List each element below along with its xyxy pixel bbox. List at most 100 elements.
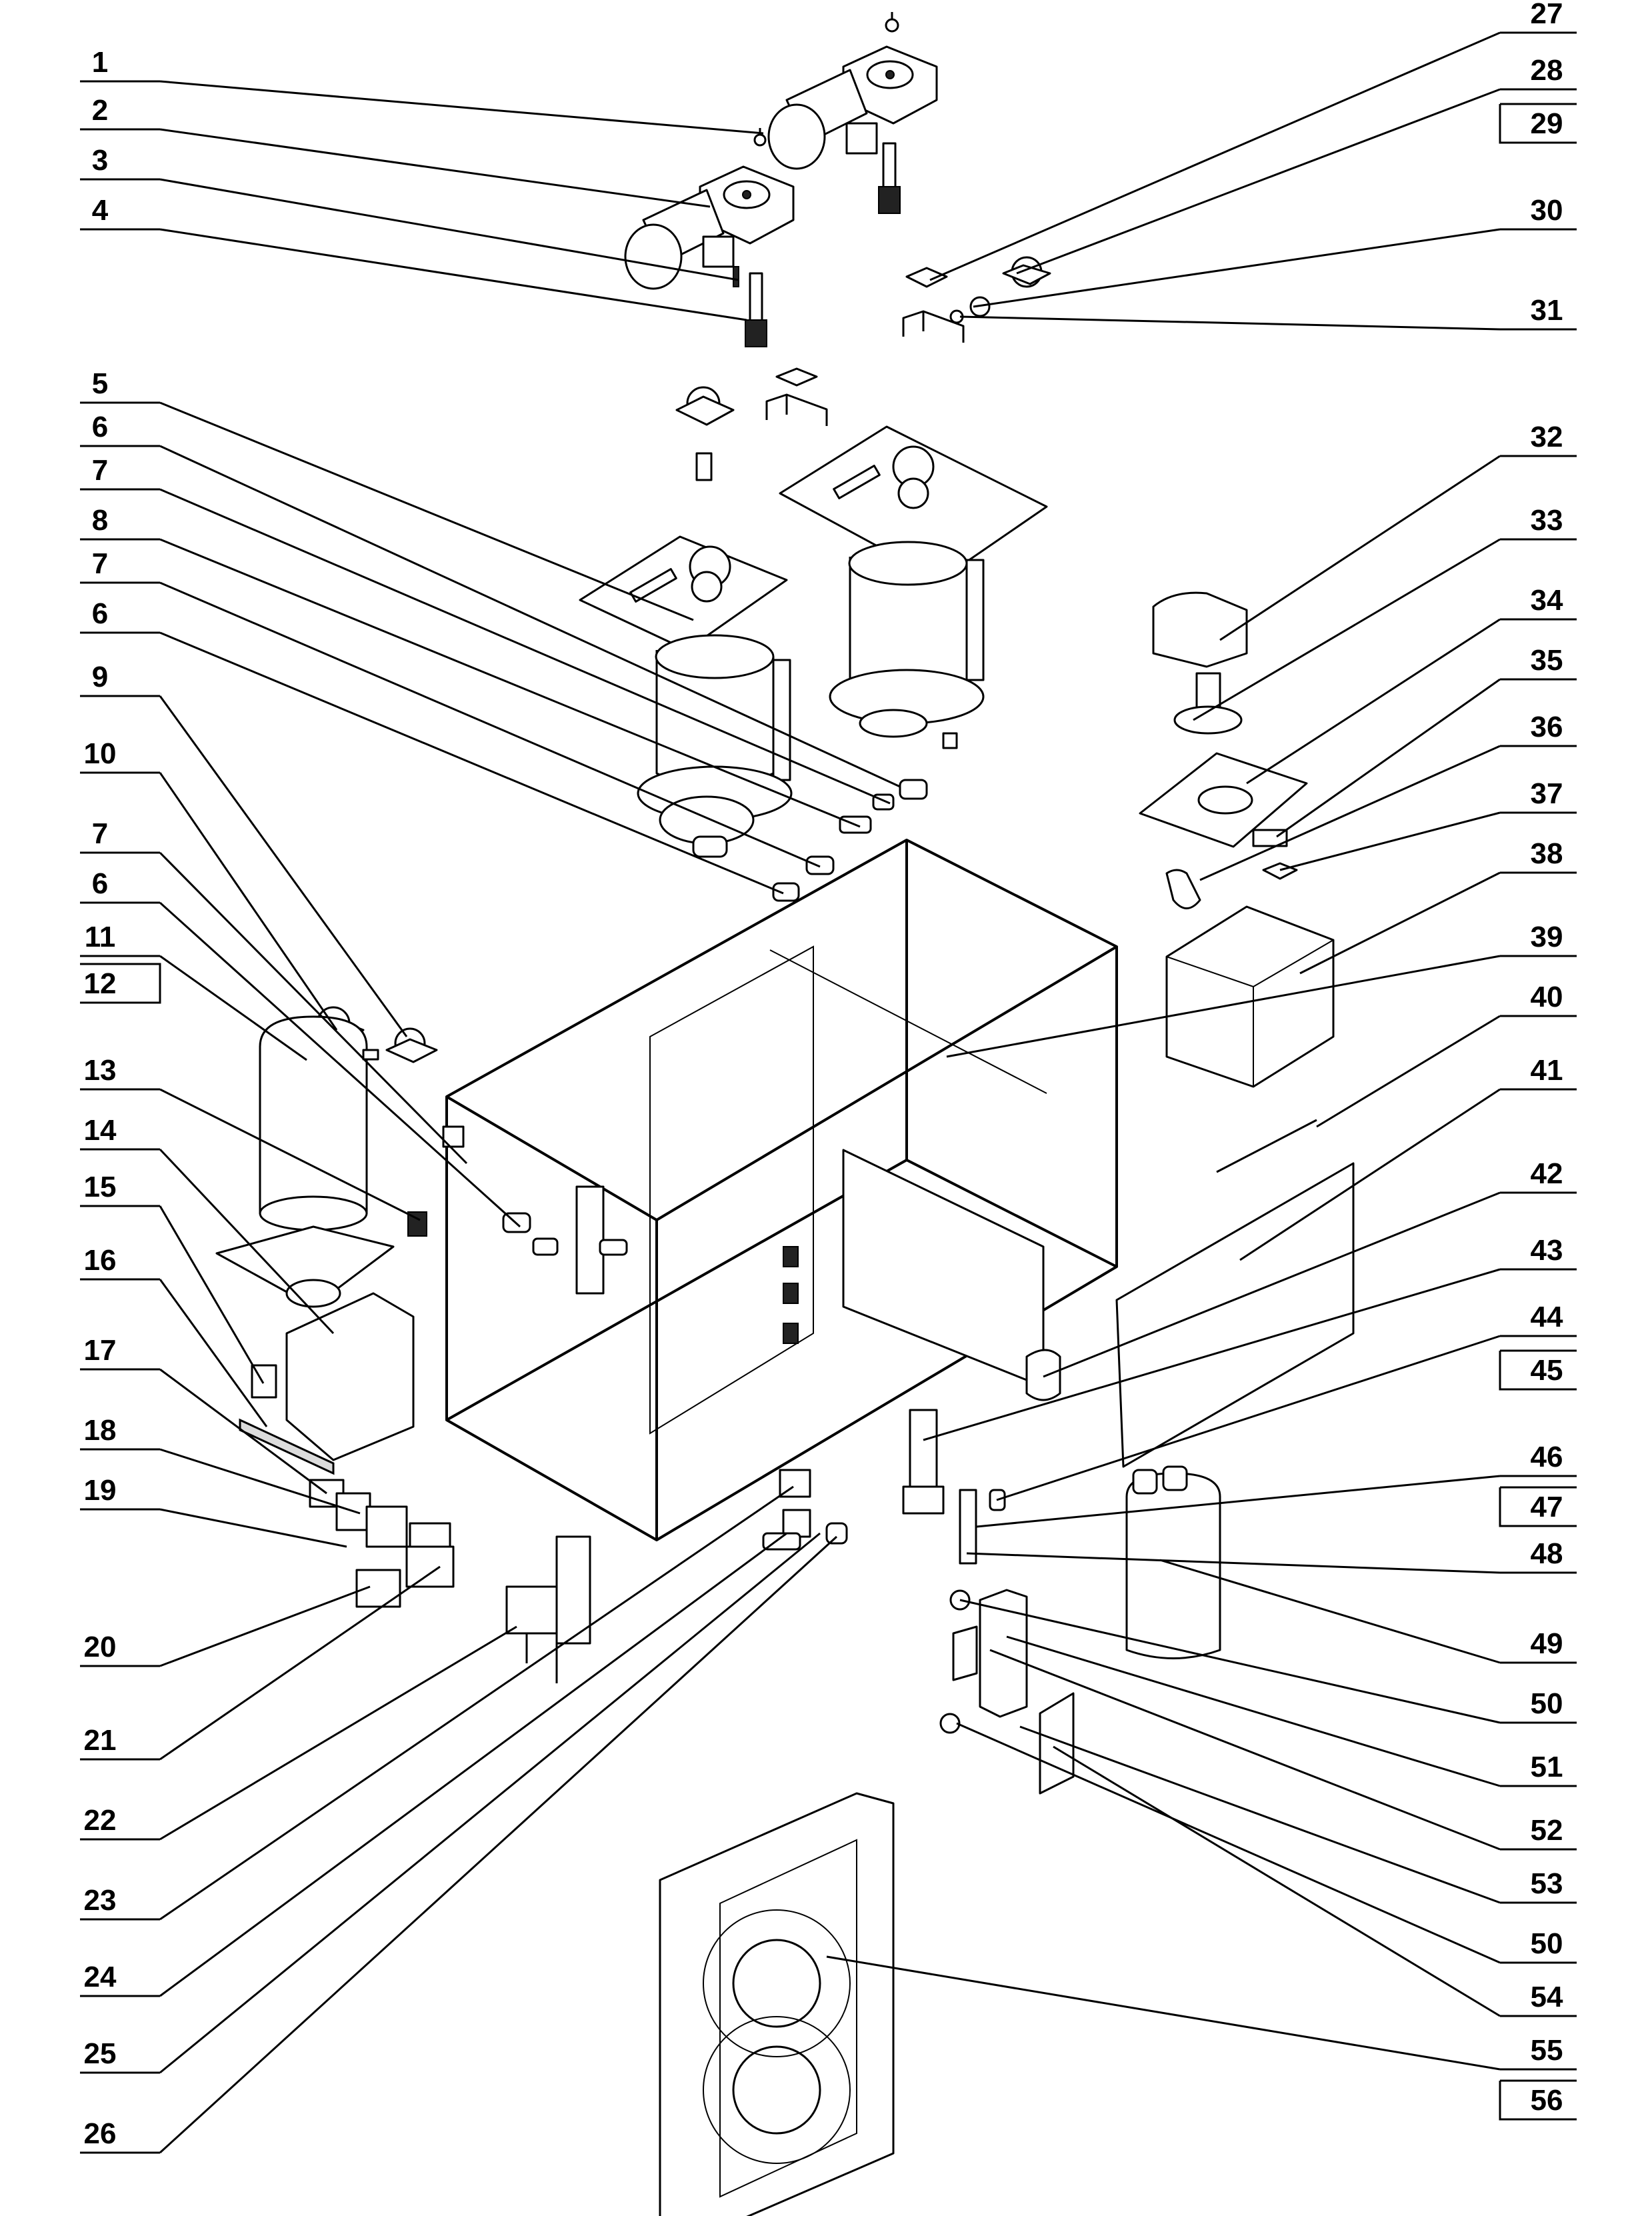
- leader-line: [1016, 88, 1501, 275]
- callout-label: 17: [84, 1334, 117, 1367]
- callout-label: 15: [84, 1171, 117, 1203]
- leader-line: [1006, 1635, 1501, 1787]
- callout-label: 30: [1531, 194, 1563, 227]
- leader-line: [1246, 618, 1501, 785]
- leader-line: [159, 228, 747, 321]
- leader-line: [923, 1268, 1501, 1441]
- callout-box: [1499, 2079, 1577, 2121]
- callout-label: 50: [1531, 1927, 1563, 1960]
- callout-label: 20: [84, 1631, 117, 1663]
- leader-line: [159, 1368, 327, 1495]
- electrical-box: [1165, 905, 1335, 1088]
- callout-label: 23: [84, 1884, 117, 1917]
- callout-label: 34: [1531, 584, 1563, 617]
- callout-label: 37: [1531, 777, 1563, 810]
- callout-label: 33: [1531, 504, 1563, 537]
- callout-label: 29: [1531, 107, 1563, 140]
- leader-line: [946, 955, 1501, 1058]
- terminal-block: [407, 1211, 427, 1237]
- callouts: 1234567876910761112131415161718192021222…: [80, 0, 1577, 2154]
- callout-label: 25: [84, 2037, 117, 2070]
- leader-line: [159, 178, 739, 281]
- leader-line: [159, 1485, 794, 1921]
- leader-line: [159, 1279, 268, 1427]
- callout-label: 7: [92, 454, 108, 487]
- callout-label: 8: [92, 504, 108, 537]
- rod: [1216, 1119, 1317, 1173]
- callout-label: 55: [1531, 2034, 1563, 2067]
- leader-line: [159, 1565, 441, 1761]
- callout-label: 43: [1531, 1234, 1563, 1267]
- callout-label: 24: [84, 1961, 117, 1993]
- gear-motor-lower: [624, 128, 795, 347]
- leader-line: [159, 1532, 821, 2074]
- condenser-plates: [939, 1589, 1075, 1795]
- callout-label: 45: [1531, 1354, 1563, 1387]
- callout-label: 35: [1531, 644, 1563, 677]
- callout-label: 49: [1531, 1627, 1563, 1660]
- leader-line: [976, 1475, 1501, 1528]
- callout-label: 51: [1531, 1751, 1563, 1783]
- callout-label: 14: [84, 1114, 117, 1147]
- callout-label: 53: [1531, 1867, 1563, 1900]
- parts-artwork: [215, 12, 1355, 2216]
- callout-label: 21: [84, 1724, 117, 1757]
- callout-label: 39: [1531, 921, 1563, 953]
- callout-label: 46: [1531, 1441, 1563, 1473]
- leader-line: [929, 31, 1501, 281]
- leader-line: [159, 128, 711, 208]
- valve-group-upper: [675, 256, 1051, 481]
- callout-label: 7: [92, 547, 108, 580]
- callout-box: [1499, 103, 1577, 144]
- receiver-tank: [1125, 1465, 1221, 1659]
- callout-label: 36: [1531, 711, 1563, 743]
- callout-label: 41: [1531, 1054, 1563, 1087]
- side-panel: [1115, 1162, 1355, 1468]
- gear-motor-upper: [767, 12, 938, 214]
- callout-label: 7: [92, 817, 108, 850]
- leader-line: [159, 851, 468, 1165]
- leader-line: [1043, 1191, 1501, 1378]
- callout-box: [1499, 1486, 1577, 1527]
- leader-line: [159, 695, 408, 1037]
- condenser-fan: [659, 1792, 895, 2216]
- leader-line: [959, 1599, 1501, 1724]
- callout-label: 18: [84, 1414, 117, 1447]
- callout-label: 44: [1531, 1301, 1563, 1333]
- callout-label: 50: [1531, 1687, 1563, 1720]
- leader-line: [159, 772, 338, 1031]
- cylinder-unit-right: [779, 425, 1048, 749]
- leader-line: [966, 1552, 1501, 1574]
- leader-line: [159, 1508, 347, 1548]
- leader-line: [159, 1205, 265, 1384]
- callout-label: 40: [1531, 981, 1563, 1013]
- callout-box: [1499, 1349, 1577, 1391]
- filter-group: [902, 1349, 1061, 1565]
- leader-line: [159, 581, 821, 868]
- leader-line: [1239, 1088, 1501, 1261]
- callout-label: 28: [1531, 54, 1563, 87]
- callout-label: 6: [92, 597, 108, 630]
- leader-line: [159, 1448, 361, 1515]
- callout-label: 6: [92, 411, 108, 443]
- callout-label: 48: [1531, 1537, 1563, 1570]
- leader-line: [159, 1625, 517, 1841]
- leader-line: [159, 955, 307, 1061]
- leader-line: [959, 315, 1501, 331]
- callout-label: 11: [85, 921, 116, 953]
- leader-line: [1053, 1745, 1501, 2017]
- callout-box: [80, 963, 161, 1004]
- callout-label: 26: [84, 2117, 117, 2150]
- leader-line: [159, 445, 901, 788]
- leader-line: [159, 488, 891, 805]
- callout-label: 12: [84, 967, 117, 1000]
- leader-line: [956, 1722, 1501, 1964]
- callout-label: 10: [84, 737, 117, 770]
- leader-line: [1299, 871, 1501, 975]
- leader-line: [159, 401, 694, 621]
- leader-line: [989, 1649, 1501, 1851]
- leader-line: [159, 80, 764, 135]
- callout-label: 31: [1531, 294, 1563, 327]
- callout-label: 1: [92, 46, 108, 79]
- callout-label: 9: [92, 661, 108, 693]
